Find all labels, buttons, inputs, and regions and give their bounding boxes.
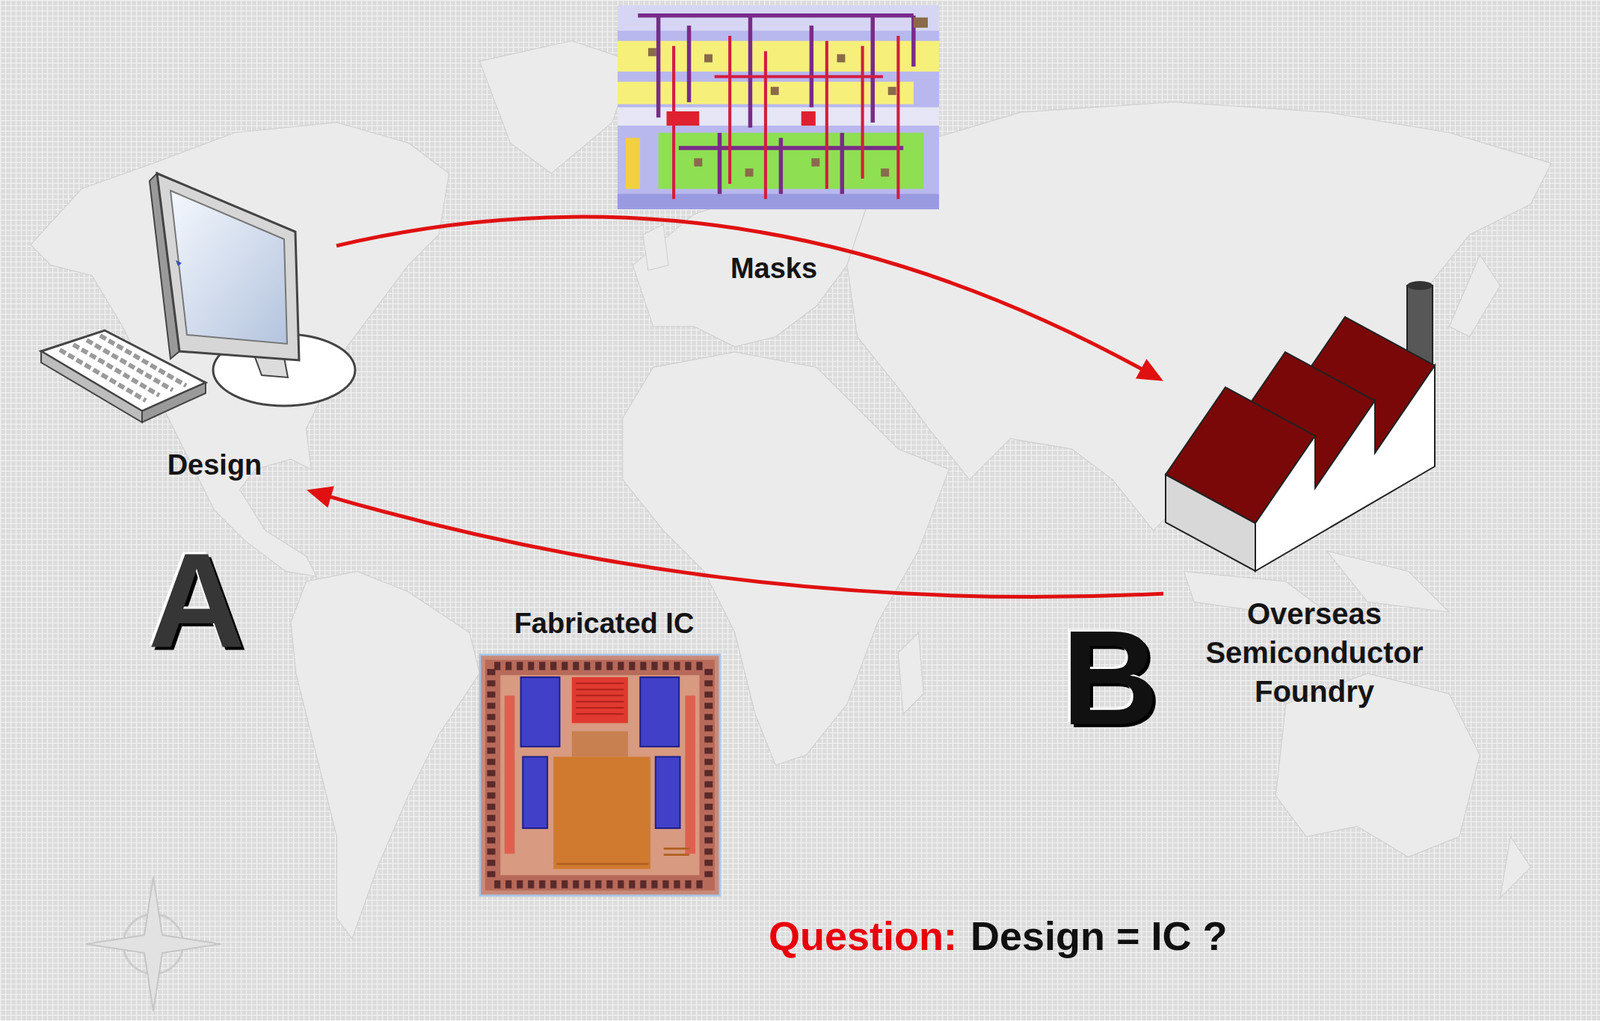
- mask-layout-image: [617, 107, 940, 127]
- computer-icon: [41, 351, 143, 423]
- continents: [30, 122, 450, 577]
- ic-die-photo: [556, 848, 689, 864]
- continents: [622, 352, 950, 766]
- continents: [290, 571, 480, 939]
- mask-layout-image: [888, 86, 897, 95]
- computer-icon: [41, 173, 356, 423]
- mask-layout-image: [913, 17, 928, 28]
- ic-die-photo: [487, 669, 496, 882]
- factory-icon: [1165, 281, 1435, 572]
- arrow-line: [323, 494, 1164, 597]
- ic-die-photo: [684, 696, 696, 855]
- ic-die-photo: [704, 669, 713, 882]
- factory-icon: [1165, 474, 1256, 572]
- computer-icon: [73, 344, 160, 396]
- edge-label: Fabricated IC: [514, 607, 695, 642]
- continents: [897, 632, 924, 715]
- ic-die-photo: [480, 654, 720, 896]
- ic-die-photo: [655, 757, 681, 830]
- computer-icon: [100, 335, 187, 386]
- ic-die-photo: [494, 662, 706, 671]
- arrow-line: [336, 216, 1148, 373]
- continents: [642, 224, 669, 270]
- callout-letter: A: [148, 533, 246, 669]
- computer-icon: [157, 173, 300, 361]
- mask-layout-image: [625, 137, 640, 189]
- mask-layout-image: [836, 54, 845, 63]
- mask-layout-image: [648, 17, 928, 177]
- compass-rose: [85, 877, 221, 1012]
- edge-label: Masks: [730, 251, 818, 287]
- node-label: Design: [139, 447, 290, 484]
- factory-icon: [1255, 365, 1435, 572]
- mask-layout-image: [693, 158, 703, 167]
- mask-layout-image: [704, 54, 713, 63]
- mask-layout-image: [617, 194, 940, 210]
- flow-arrow: [336, 216, 1164, 382]
- arrow-head: [306, 486, 335, 509]
- node-label: Overseas Semiconductor Foundry: [1191, 594, 1438, 712]
- factory-node: Overseas Semiconductor Foundry: [1163, 276, 1466, 726]
- computer-icon: [59, 335, 187, 401]
- ic-die-photo: [521, 677, 560, 747]
- flow-arrow: [306, 486, 1164, 598]
- ic-die-photo: [485, 660, 715, 891]
- ic-die-photo: [640, 677, 679, 747]
- ic-die-photo: [500, 675, 700, 876]
- mask-layout-image: [745, 168, 754, 177]
- mask-layout-image: [880, 168, 889, 177]
- ic-die-photo: [571, 677, 629, 723]
- continents: [1448, 254, 1500, 337]
- mask-layout-image: [801, 111, 816, 126]
- mask-layout-image: [637, 15, 914, 195]
- ic-die-photo: [575, 683, 624, 715]
- mask-layout-image: [648, 47, 657, 57]
- continents: [1500, 836, 1532, 898]
- computer-icon: [175, 260, 182, 267]
- computer-node: Design: [37, 164, 337, 490]
- ic-die-photo: [480, 654, 720, 896]
- mask-layout-image: [673, 35, 898, 199]
- ic-die-photo: [504, 696, 516, 855]
- computer-icon: [86, 340, 173, 391]
- arrow-head: [1135, 358, 1164, 382]
- mask-layout-image: [617, 5, 940, 210]
- callout-letter: B: [1061, 610, 1159, 746]
- mask-layout-image: [617, 5, 940, 210]
- question-text: Design = IC ?: [970, 912, 1228, 961]
- computer-icon: [59, 349, 146, 401]
- question-line: Question:Design = IC ?: [768, 912, 1228, 961]
- mask-layout-image: [770, 86, 780, 95]
- ic-die-photo: [494, 880, 706, 889]
- mask-layout-image: [658, 133, 925, 190]
- computer-icon: [170, 190, 288, 344]
- ic-die-photo: [571, 731, 629, 757]
- compass-rose: [85, 877, 221, 1012]
- mask-layout-image: [666, 111, 700, 126]
- question-tag: Question:: [768, 912, 958, 961]
- mask-layout-image: [617, 5, 940, 31]
- continents: [30, 41, 1552, 940]
- ic-die-photo: [553, 757, 651, 870]
- ic-die-photo: [522, 757, 548, 830]
- mask-layout-image: [617, 41, 940, 72]
- mask-layout-image: [811, 158, 820, 167]
- factory-icon: [1407, 281, 1433, 291]
- continents: [480, 41, 634, 174]
